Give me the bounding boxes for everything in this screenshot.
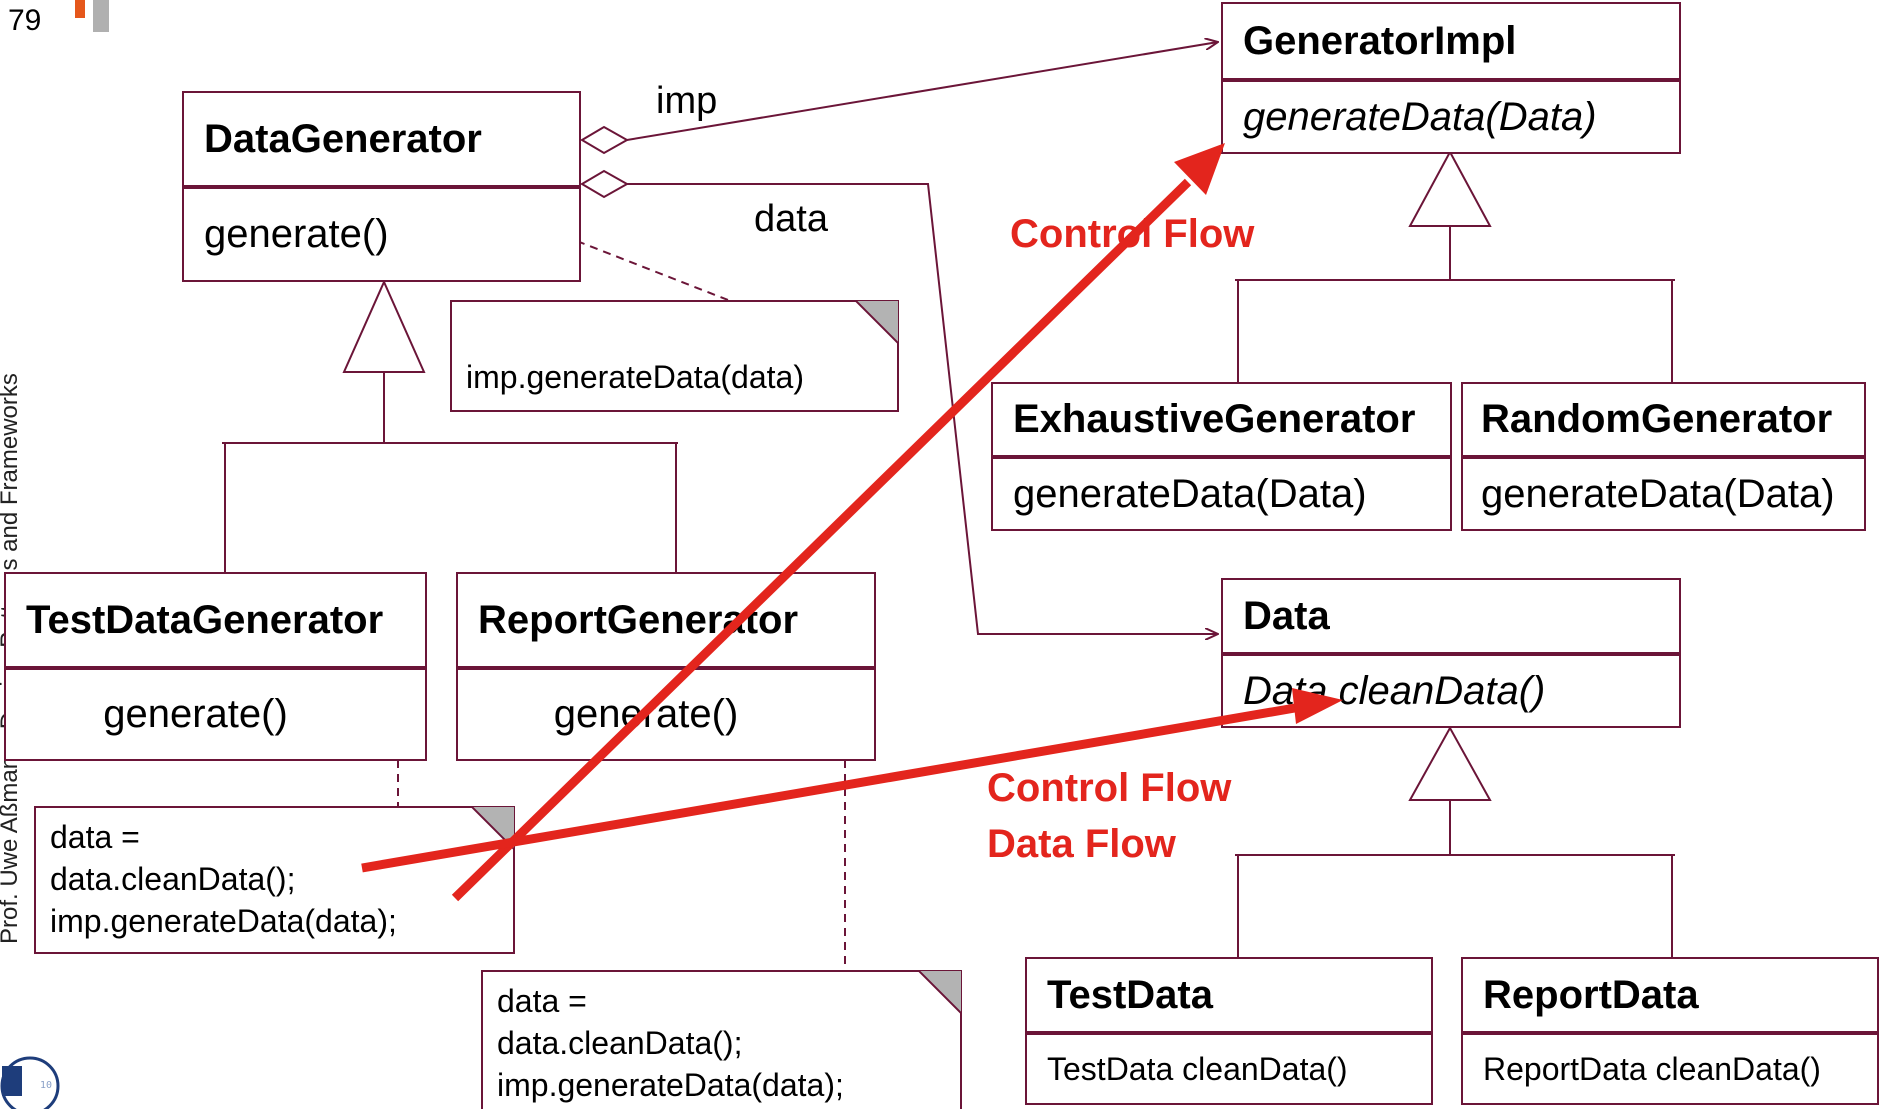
- page-number: 79: [8, 4, 42, 37]
- logo-bar-grey: [93, 0, 109, 32]
- note-testdatagenerator: data = data.cleanData(); imp.generateDat…: [34, 806, 515, 954]
- class-name: TestData: [1027, 959, 1431, 1035]
- note-line: imp.generateData(data);: [497, 1067, 844, 1103]
- note-line: imp.generateData(data);: [50, 903, 397, 939]
- note-line: data.cleanData();: [50, 861, 296, 897]
- data-association-label: data: [754, 198, 828, 240]
- class-method: generate(): [103, 692, 288, 736]
- class-name: DataGenerator: [184, 93, 579, 189]
- class-method: generateData(Data): [1243, 94, 1597, 139]
- class-datagenerator[interactable]: DataGenerator generate(): [182, 91, 581, 282]
- note-line: data.cleanData();: [497, 1025, 743, 1061]
- control-flow-arrow-to-generateData: [451, 178, 1192, 902]
- class-method: ReportData cleanData(): [1483, 1050, 1821, 1087]
- class-name: RandomGenerator: [1463, 384, 1864, 459]
- logo-bar: [75, 0, 85, 18]
- class-reportdata[interactable]: ReportData ReportData cleanData(): [1461, 957, 1879, 1105]
- arrowhead-icon: [1292, 688, 1343, 724]
- control-flow-arrow-to-cleanData: [361, 703, 1296, 873]
- data-flow-label: Data Flow: [987, 822, 1176, 866]
- control-flow-label-lower: Control Flow: [987, 766, 1232, 810]
- class-generatorimpl[interactable]: GeneratorImpl generateData(Data): [1221, 2, 1681, 154]
- class-testdatagenerator[interactable]: TestDataGenerator generate(): [4, 572, 427, 761]
- imp-association-label: imp: [656, 80, 718, 122]
- note-line: imp.generateData(data): [466, 359, 804, 395]
- note-fold-corner: [471, 806, 515, 850]
- class-name: TestDataGenerator: [6, 574, 425, 670]
- class-randomgenerator[interactable]: RandomGenerator generateData(Data): [1461, 382, 1866, 531]
- class-name: ReportData: [1463, 959, 1877, 1035]
- class-method: generate(): [204, 212, 389, 256]
- note-datagenerator: imp.generateData(data): [450, 300, 899, 412]
- class-exhaustivegenerator[interactable]: ExhaustiveGenerator generateData(Data): [991, 382, 1452, 531]
- class-method: generateData(Data): [1481, 471, 1835, 516]
- class-name: Data: [1223, 580, 1679, 656]
- class-testdata[interactable]: TestData TestData cleanData(): [1025, 957, 1433, 1105]
- imp-association-line: [626, 42, 1218, 141]
- note-fold-corner: [918, 970, 962, 1014]
- class-name: ExhaustiveGenerator: [993, 384, 1450, 459]
- tu-dresden-logo: 10: [0, 1052, 60, 1114]
- class-method: generateData(Data): [1013, 471, 1367, 516]
- class-method: TestData cleanData(): [1047, 1050, 1348, 1087]
- note-reportgenerator: data = data.cleanData(); imp.generateDat…: [481, 970, 962, 1109]
- note-line: data =: [50, 819, 140, 855]
- class-reportgenerator[interactable]: ReportGenerator generate(): [456, 572, 876, 761]
- svg-text:10: 10: [40, 1080, 52, 1091]
- arrowhead-icon: [1174, 143, 1225, 195]
- note-fold-corner: [855, 300, 899, 344]
- class-name: GeneratorImpl: [1223, 4, 1679, 82]
- note-line: data =: [497, 983, 587, 1019]
